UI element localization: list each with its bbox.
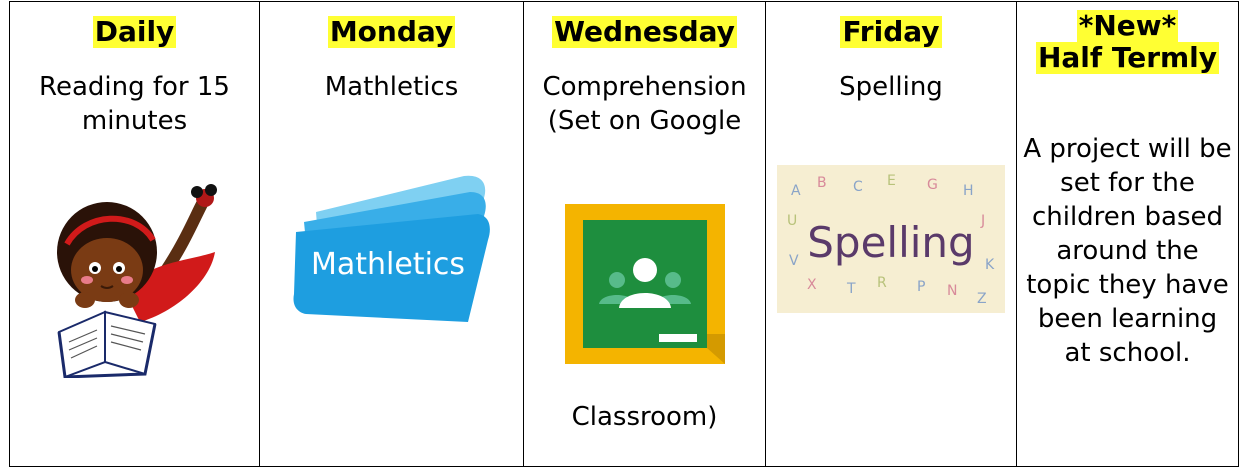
wednesday-text-bottom: Classroom) <box>571 402 718 432</box>
half-termly-text: A project will be set for the children b… <box>1023 134 1232 368</box>
daily-text: Reading for 15 minutes <box>39 72 230 136</box>
google-classroom-icon <box>524 204 765 364</box>
new-label: *New* <box>1076 9 1179 42</box>
daily-heading: Daily <box>92 15 177 48</box>
wednesday-column: Wednesday Comprehension (Set on Google C… <box>523 1 766 467</box>
homework-schedule-table: Daily Reading for 15 minutes <box>9 1 1239 467</box>
monday-text: Mathletics <box>324 72 459 102</box>
half-termly-heading: Half Termly <box>1035 41 1220 74</box>
svg-text:J: J <box>980 213 985 229</box>
friday-text: Spelling <box>839 72 943 102</box>
svg-text:N: N <box>947 283 957 299</box>
girl-reading-book-illustration <box>10 182 259 378</box>
wednesday-text-top: Comprehension (Set on Google <box>542 72 747 136</box>
svg-text:R: R <box>877 275 887 291</box>
monday-column: Monday Mathletics Mathletics <box>259 1 524 467</box>
svg-text:G: G <box>927 177 938 193</box>
svg-text:V: V <box>789 253 799 269</box>
svg-text:X: X <box>807 277 817 293</box>
svg-text:C: C <box>853 179 863 195</box>
svg-text:B: B <box>817 175 827 191</box>
svg-text:E: E <box>887 173 896 189</box>
svg-text:U: U <box>787 213 797 229</box>
svg-text:Z: Z <box>977 291 987 307</box>
svg-text:H: H <box>963 183 974 199</box>
mathletics-logo: Mathletics <box>260 174 523 326</box>
friday-heading: Friday <box>840 15 942 48</box>
monday-heading: Monday <box>327 15 456 48</box>
svg-text:A: A <box>791 183 801 199</box>
spelling-image-text: Spelling <box>807 218 974 267</box>
schedule-row: Daily Reading for 15 minutes <box>9 1 1239 467</box>
mathletics-logo-text: Mathletics <box>310 247 464 282</box>
svg-text:T: T <box>846 281 856 297</box>
wednesday-heading: Wednesday <box>552 15 737 48</box>
svg-text:P: P <box>917 279 925 295</box>
half-termly-column: *New* Half Termly A project will be set … <box>1016 1 1239 467</box>
daily-column: Daily Reading for 15 minutes <box>9 1 260 467</box>
svg-text:K: K <box>985 257 995 273</box>
